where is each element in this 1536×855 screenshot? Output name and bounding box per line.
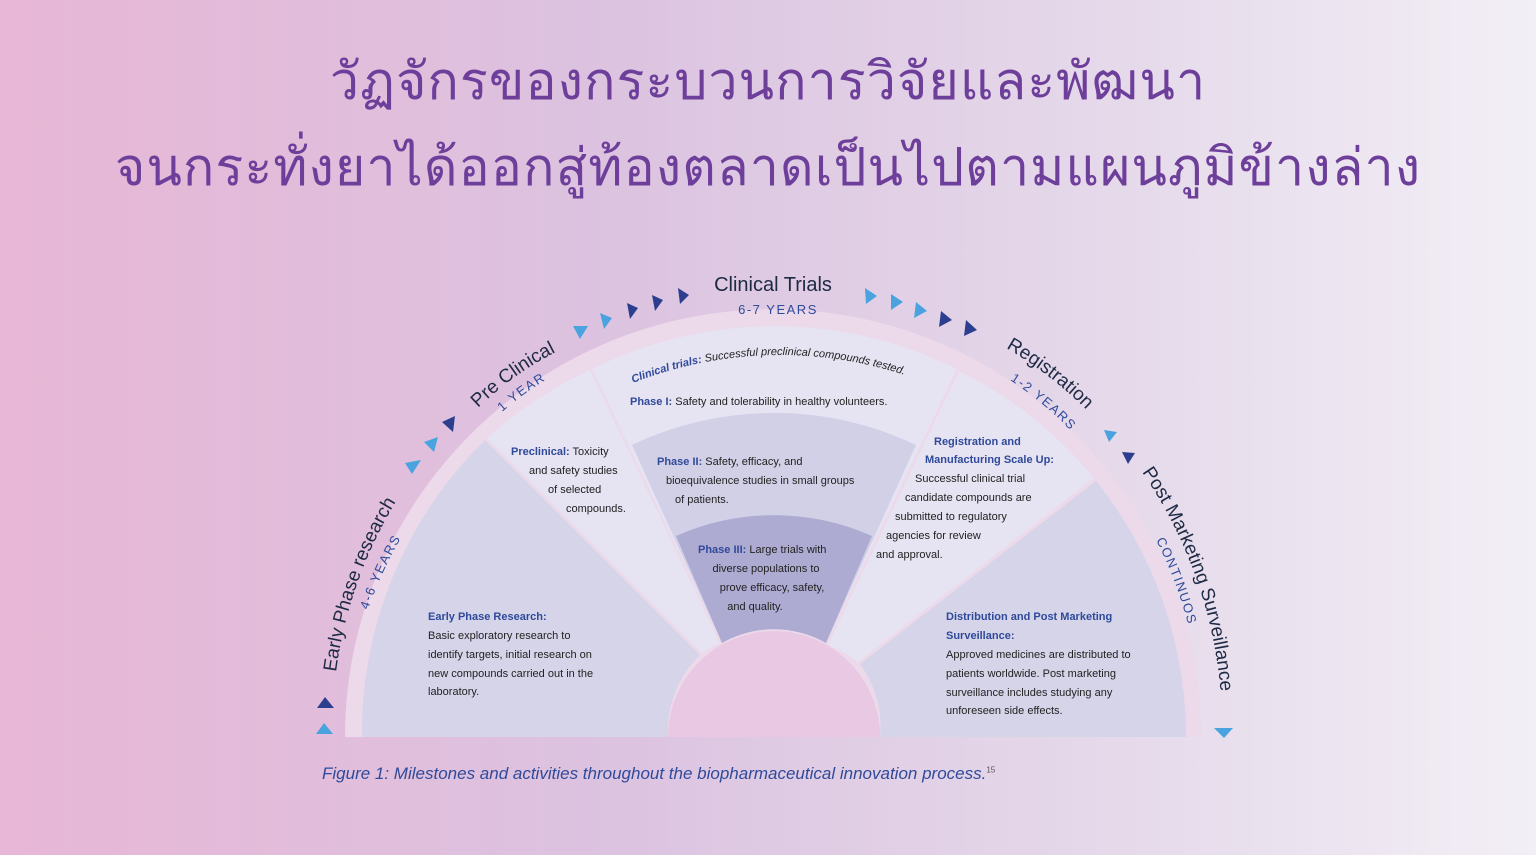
arrow-marker	[865, 288, 877, 304]
figure-caption-ref: 15	[986, 765, 996, 775]
phase-2-line-1-rest: Safety, efficacy, and	[702, 456, 802, 468]
arrow-marker	[317, 697, 334, 708]
arrow-marker	[424, 437, 438, 452]
diagram-hub	[668, 631, 880, 737]
arrow-marker	[405, 460, 421, 474]
early-phase-line: Basic exploratory research to	[428, 630, 570, 642]
preclinical-line: compounds.	[566, 503, 626, 515]
early-phase-line: identify targets, initial research on	[428, 649, 592, 661]
arrow-marker	[442, 416, 455, 432]
registration-line: and approval.	[876, 549, 943, 561]
phase-1-line: Phase I: Safety and tolerability in heal…	[630, 396, 887, 408]
arrow-marker	[678, 288, 689, 304]
early-phase-line: laboratory.	[428, 686, 479, 698]
stage-duration-clinical: 6-7 YEARS	[738, 302, 818, 317]
preclinical-line-1: Preclinical: Toxicity	[511, 446, 609, 458]
phase-1-keyword: Phase I:	[630, 396, 672, 408]
post-marketing-line: surveillance includes studying any	[946, 687, 1113, 699]
stage-label-clinical: Clinical Trials	[714, 274, 832, 296]
preclinical-line: and safety studies	[529, 465, 618, 477]
arrow-marker	[1122, 452, 1135, 464]
arrow-marker	[627, 303, 638, 319]
segment-phase-3	[676, 515, 872, 643]
arrow-marker	[964, 320, 977, 336]
figure-caption-text: Figure 1: Milestones and activities thro…	[322, 764, 987, 783]
post-marketing-title: Surveillance:	[946, 630, 1014, 642]
segment-post-marketing	[860, 481, 1186, 737]
early-phase-title: Early Phase Research:	[428, 611, 547, 623]
post-marketing-title: Distribution and Post Marketing	[946, 611, 1112, 623]
preclinical-line: of selected	[548, 484, 601, 496]
phase-3-line: prove efficacy, safety,	[720, 582, 825, 594]
preclinical-keyword: Preclinical:	[511, 446, 570, 458]
registration-line: candidate compounds are	[905, 492, 1032, 504]
arrow-marker	[600, 313, 612, 329]
registration-line: submitted to regulatory	[895, 511, 1007, 523]
phase-2-line: of patients.	[675, 494, 729, 506]
registration-title: Registration and	[934, 436, 1021, 448]
headline-line-2: จนกระทั่งยาได้ออกสู่ท้องตลาดเป็นไปตามแผน…	[114, 138, 1422, 198]
arrow-marker	[1214, 728, 1233, 738]
post-marketing-line: patients worldwide. Post marketing	[946, 668, 1116, 680]
figure-caption: Figure 1: Milestones and activities thro…	[322, 764, 995, 784]
phase-3-line: diverse populations to	[712, 563, 819, 575]
arrow-marker	[1104, 430, 1117, 442]
arrow-markers	[316, 288, 1233, 738]
registration-title: Manufacturing Scale Up:	[925, 454, 1054, 466]
registration-line: agencies for review	[886, 530, 981, 542]
preclinical-line-1-rest: Toxicity	[570, 446, 609, 458]
phase-2-line-1: Phase II: Safety, efficacy, and	[657, 456, 803, 468]
phase-3-line: and quality.	[727, 601, 782, 613]
phase-2-keyword: Phase II:	[657, 456, 702, 468]
early-phase-line: new compounds carried out in the	[428, 668, 593, 680]
arrow-marker	[652, 295, 663, 311]
phase-1-rest: Safety and tolerability in healthy volun…	[672, 396, 887, 408]
headline-line-1: วัฏจักรของกระบวนการวิจัยและพัฒนา	[329, 52, 1207, 112]
phase-3-line-1: Phase III: Large trials with	[698, 544, 826, 556]
phase-3-keyword: Phase III:	[698, 544, 746, 556]
post-marketing-line: Approved medicines are distributed to	[946, 649, 1131, 661]
post-marketing-line: unforeseen side effects.	[946, 705, 1063, 717]
phase-3-line-1-rest: Large trials with	[746, 544, 826, 556]
arrow-marker	[939, 311, 952, 327]
segment-registration	[828, 371, 1094, 662]
arrow-marker	[316, 723, 333, 734]
arrow-marker	[914, 302, 927, 318]
phase-2-line: bioequivalence studies in small groups	[666, 475, 855, 487]
registration-line: Successful clinical trial	[915, 473, 1025, 485]
arrow-marker	[891, 294, 903, 310]
segment-early-phase	[362, 440, 700, 737]
segment-preclinical	[487, 370, 720, 653]
arrow-marker	[573, 326, 588, 339]
